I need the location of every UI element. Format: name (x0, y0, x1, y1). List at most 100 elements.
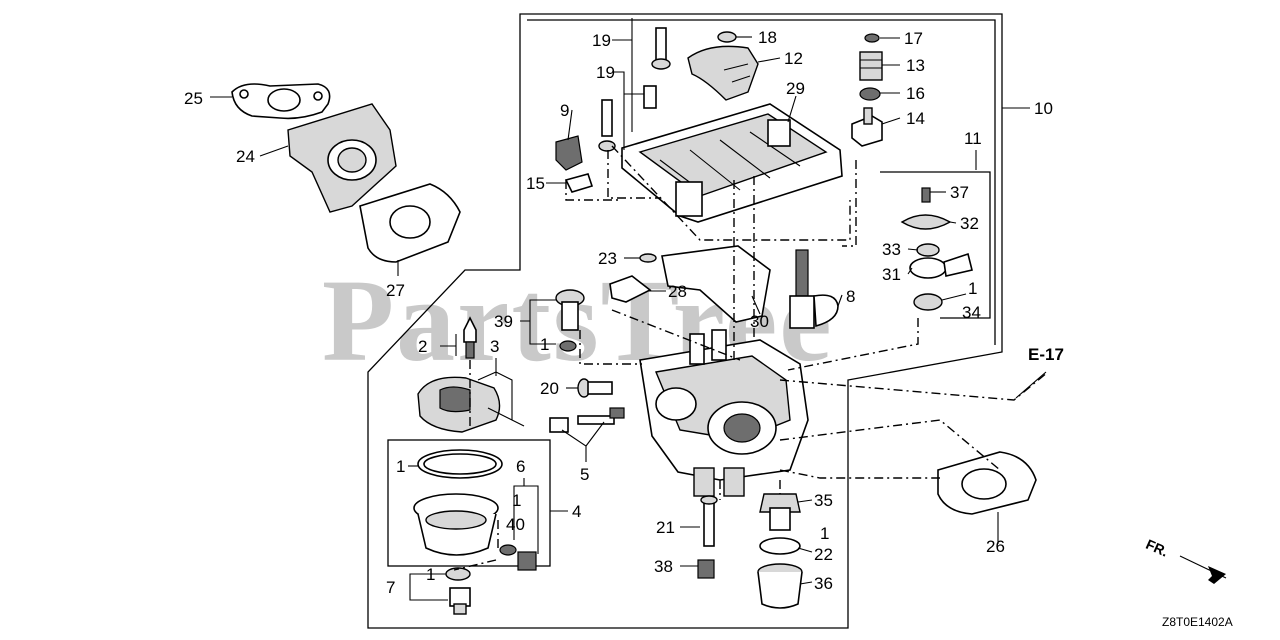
front-direction-arrow (1179, 555, 1227, 584)
assembly-frame-10 (367, 13, 1003, 629)
cover-32 (900, 214, 952, 230)
jet-39 (555, 289, 585, 331)
callout-32: 32 (960, 214, 979, 233)
callout-10: 10 (1034, 99, 1053, 118)
callout-18: 18 (758, 28, 777, 47)
callout-31: 31 (882, 265, 901, 284)
alignment-lines (453, 145, 1049, 571)
callout-2: 2 (418, 337, 427, 356)
callout-1-bowl: 1 (396, 457, 405, 476)
holder-14 (851, 107, 883, 147)
gasket-27 (359, 183, 461, 263)
callout-13: 13 (906, 56, 925, 75)
cup-36 (757, 563, 803, 609)
insulator-24 (287, 103, 397, 213)
float-3 (417, 376, 525, 433)
screw-19a (651, 27, 671, 70)
carburetor-cover-29 (621, 103, 843, 223)
gasket-30 (661, 245, 771, 323)
bracket-9 (555, 135, 583, 171)
callouts: 25 24 27 19 19 18 12 9 15 29 17 13 16 14… (184, 28, 1053, 597)
callout-9: 9 (560, 101, 569, 120)
holder-35 (759, 493, 801, 531)
gasket-26 (937, 451, 1037, 515)
o-ring-1-bowl-inner (423, 453, 497, 475)
callout-34: 34 (962, 303, 981, 322)
nozzle-21 (700, 495, 718, 547)
jet-38 (697, 559, 715, 579)
callout-5: 5 (580, 465, 589, 484)
callout-19b: 19 (596, 63, 615, 82)
callout-36: 36 (814, 574, 833, 593)
callout-35: 35 (814, 491, 833, 510)
valve-8 (789, 249, 839, 329)
throttle-plate-12 (687, 45, 759, 101)
ring-1-jet (559, 340, 577, 352)
callout-40: 40 (506, 515, 525, 534)
o-ring-22 (759, 537, 801, 555)
pin-19-upper (643, 85, 657, 109)
callout-29: 29 (786, 79, 805, 98)
callout-26: 26 (986, 537, 1005, 556)
reference-label-e17: E-17 (1028, 345, 1064, 364)
plate-28 (609, 275, 652, 303)
washer-16 (859, 87, 881, 101)
callout-22: 22 (814, 545, 833, 564)
cover-subassembly-frame (527, 19, 996, 345)
gasket-25 (231, 83, 331, 120)
screw-5-right (577, 407, 625, 425)
callout-39: 39 (494, 312, 513, 331)
callout-7: 7 (386, 578, 395, 597)
washer-40 (499, 544, 517, 556)
callout-25: 25 (184, 89, 203, 108)
callout-6: 6 (516, 457, 525, 476)
screw-19-b (598, 99, 616, 152)
screw-37 (921, 187, 931, 203)
callout-27: 27 (386, 281, 405, 300)
callout-28: 28 (668, 282, 687, 301)
callout-1-bolt: 1 (512, 491, 521, 510)
cap-13 (859, 51, 883, 81)
lever-group-frame-11 (880, 171, 991, 319)
callout-19a: 19 (592, 31, 611, 50)
callout-1-lever: 1 (968, 279, 977, 298)
leader-lines (210, 18, 1047, 601)
carburetor-body (639, 329, 809, 497)
callout-8: 8 (846, 287, 855, 306)
front-direction-label: FR. (1144, 536, 1171, 560)
callout-21: 21 (656, 518, 675, 537)
washer-33 (916, 243, 940, 257)
bolt-7 (449, 587, 471, 615)
callout-12: 12 (784, 49, 803, 68)
callout-20: 20 (540, 379, 559, 398)
callout-24: 24 (236, 147, 255, 166)
screw-20 (577, 378, 613, 398)
lever-31 (909, 252, 973, 279)
callout-1-jet: 1 (540, 335, 549, 354)
float-bowl (413, 493, 499, 556)
washer-1-drain (445, 567, 471, 581)
callout-37: 37 (950, 183, 969, 202)
bolt-6 (517, 551, 537, 571)
callout-16: 16 (906, 84, 925, 103)
callout-4: 4 (572, 502, 581, 521)
callout-3: 3 (490, 337, 499, 356)
clip-15 (564, 173, 594, 193)
clip-17 (864, 33, 880, 43)
callout-17: 17 (904, 29, 923, 48)
screw-5-left (549, 417, 569, 433)
needle-2 (463, 316, 477, 359)
washer-23 (639, 253, 657, 263)
callout-30: 30 (750, 312, 769, 331)
callout-15: 15 (526, 174, 545, 193)
diagram-code: Z8T0E1402A (1162, 615, 1233, 629)
callout-11: 11 (964, 129, 982, 148)
callout-38: 38 (654, 557, 673, 576)
washer-18 (717, 31, 737, 43)
callout-1-oring: 1 (820, 524, 829, 543)
callout-23: 23 (598, 249, 617, 268)
callout-14: 14 (906, 109, 925, 128)
washer-34 (913, 293, 943, 311)
callout-1-drain: 1 (426, 565, 435, 584)
